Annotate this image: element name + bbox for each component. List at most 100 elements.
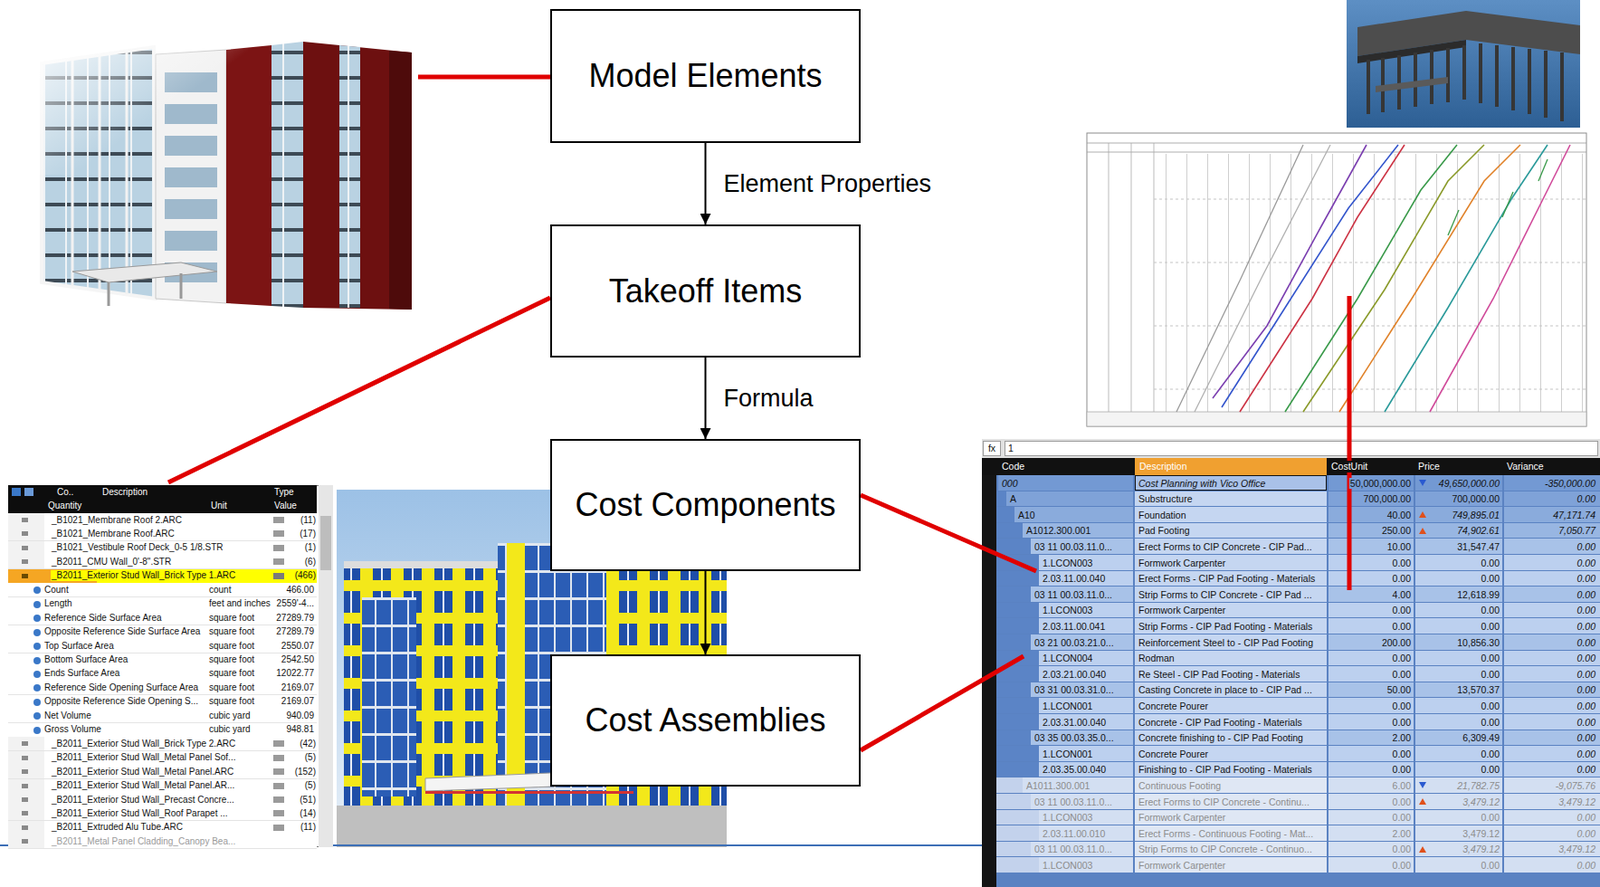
table-cell: 200.00 [1380,637,1412,649]
table-cell: 250.00 [1380,524,1412,537]
table-cell: Bottom Surface Area [43,654,129,666]
table-cell: 03 11 00.03.11.0... [1033,541,1114,553]
table-cell: (5) [304,752,317,763]
table-cell: Gross Volume [43,723,103,735]
building-model [30,20,412,310]
formula-value: 1 [1007,442,1015,455]
line-of-balance-chart [1447,209,1459,236]
table-cell: 0.00 [1480,700,1501,713]
column-header: Variance [1505,460,1545,473]
building-model [72,262,218,283]
property-icon [33,726,41,734]
variance-marker [1419,527,1427,534]
table-cell: A1011.300.001 [1025,780,1091,792]
table-cell: 0.00 [1480,716,1501,729]
building-model [107,282,111,306]
table-cell: square foot [208,654,256,666]
flow-arrow [704,357,707,439]
tree-indent [996,682,1031,698]
tree-indent [996,602,1039,619]
tree-indent [996,634,1031,650]
table-cell: square foot [208,682,256,694]
line-of-balance-chart [1502,191,1514,218]
table-cell: 10,856.30 [1456,637,1501,649]
building-render [506,542,525,806]
table-cell: 0.00 [1480,859,1501,872]
table-cell: 749,895.01 [1450,509,1501,522]
line-of-balance-chart [1086,133,1587,427]
table-cell: 0.00 [1391,557,1412,570]
property-icon [33,600,41,609]
table-cell: 03 11 00.03.11.0... [1033,843,1114,856]
table-cell: _B1021_Membrane Roof 2.ARC [50,514,183,526]
table-cell: A10 [1017,509,1037,522]
table-cell: _B2011_Exterior Stud Wall_Precast Concre… [50,794,236,806]
table-cell: 2.03.11.00.010 [1041,828,1106,840]
table-cell: 03 21 00.03.21.0... [1033,637,1115,649]
table-cell: (11) [299,821,317,833]
table-cell: 0.00 [1576,637,1597,649]
table-cell: 1.LCON004 [1041,652,1094,665]
property-icon [33,670,41,678]
table-cell: _B2011_Exterior Stud Wall_Brick Type 1.A… [50,570,237,581]
structure-model [1397,55,1401,110]
process-box: Model Elements [550,9,861,143]
table-cell: (152) [294,766,317,778]
table-cell: Reinforcement Steel to - CIP Pad Footing [1137,637,1315,649]
tree-indent [996,745,1039,762]
table-cell: 0.00 [1576,811,1597,824]
table-cell: Ends Surface Area [43,667,121,679]
column-header: Price [1417,460,1441,473]
table-cell: 0.00 [1576,620,1597,633]
table-cell: 700,000.00 [1361,493,1412,505]
table-cell: square foot [208,626,256,638]
table-cell: Strip Forms - CIP Pad Footing - Material… [1137,620,1314,633]
expand-chevron [21,755,29,761]
table-cell: 2169.07 [280,695,315,707]
table-cell: 0.00 [1391,796,1412,809]
table-cell: 2550.07 [280,640,315,652]
table-cell: 6.00 [1391,780,1412,792]
tree-indent [996,730,1031,746]
table-cell: 2.03.21.00.040 [1041,668,1107,681]
building-render [343,568,498,806]
table-cell: (11) [299,514,317,526]
variance-marker [1419,846,1427,853]
tree-indent [996,777,1023,793]
table-cell: 1.LCON001 [1041,748,1094,761]
line-of-balance-chart [1086,152,1587,153]
table-cell: 0.00 [1576,541,1597,553]
line-of-balance-chart [1131,142,1133,427]
table-cell: (17) [298,528,317,540]
line-of-balance-chart [1212,144,1367,399]
table-cell: 2.00 [1391,732,1412,744]
expand-chevron [21,810,29,816]
table-cell: _B2011_Extruded Alu Tube.ARC [50,821,184,833]
structure-model [1346,0,1581,128]
table-cell: 3,479.12 [1461,843,1501,856]
table-cell: Net Volume [43,710,93,722]
column-header: Code [1000,460,1026,473]
flow-arrow [704,142,707,225]
table-cell: 2.03.35.00.040 [1041,763,1107,776]
column-header: Type [273,486,296,498]
expand-chevron [21,559,29,564]
formula-label: fx [987,442,997,455]
table-cell: _B2011_Exterior Stud Wall_Brick Type 2.A… [50,738,237,750]
table-cell: -9,075.76 [1554,780,1597,792]
scrollbar-thumb [320,515,332,571]
column-header: Description [101,486,149,498]
table-cell: 12,618.99 [1456,589,1501,601]
table-cell: 0.00 [1480,604,1501,617]
table-cell: Length [43,598,74,610]
property-icon [33,642,41,650]
table-cell: cubic yard [208,710,252,722]
building-model [30,20,248,175]
variance-marker [1419,479,1427,486]
table-cell: 03 31 00.03.31.0... [1033,684,1115,696]
formula-input [1004,440,1599,457]
structure-model [1357,10,1581,57]
table-cell: 2169.07 [280,682,315,694]
building-model [339,45,361,308]
table-cell: 0.00 [1576,748,1597,761]
